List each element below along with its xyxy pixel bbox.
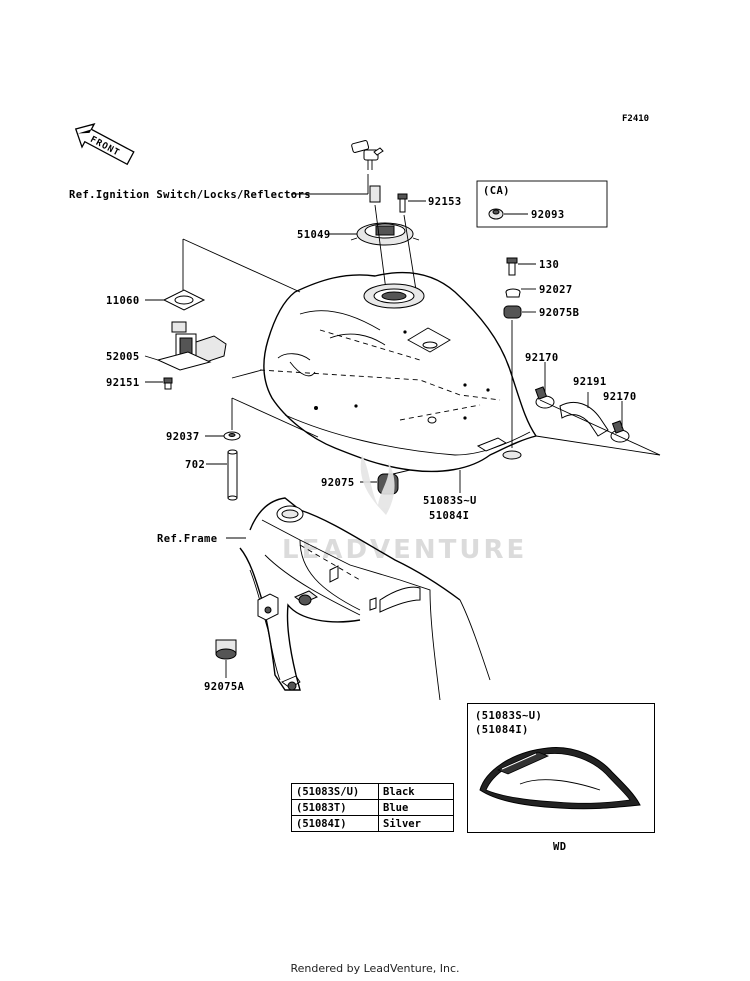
table-row: (51084I) Silver bbox=[291, 815, 454, 832]
wd-line1: (51083S~U) bbox=[475, 710, 542, 722]
clip-92037 bbox=[223, 431, 241, 441]
wd-variant-box bbox=[467, 703, 655, 833]
color-name: Silver bbox=[378, 815, 454, 832]
table-row: (51083T) Blue bbox=[291, 799, 454, 816]
hose-92191 bbox=[559, 402, 609, 437]
part-92170-left: 92170 bbox=[525, 352, 559, 364]
ca-part-92093: 92093 bbox=[531, 209, 565, 221]
wd-tank-illustration bbox=[479, 747, 641, 810]
part-92075B: 92075B bbox=[539, 307, 579, 319]
key-icon bbox=[351, 140, 384, 170]
footer-credit: Rendered by LeadVenture, Inc. bbox=[290, 962, 460, 975]
gasket-11060 bbox=[162, 289, 206, 311]
wd-caption: WD bbox=[553, 841, 566, 853]
part-92075A: 92075A bbox=[204, 681, 245, 693]
part-51084: 51084I bbox=[429, 510, 469, 522]
ref-frame-label: Ref.Frame bbox=[157, 533, 218, 545]
frame-drawing bbox=[239, 497, 491, 701]
tube-702 bbox=[227, 449, 238, 501]
part-92151: 92151 bbox=[106, 377, 140, 389]
clamp-92170-right bbox=[610, 420, 630, 443]
bolt-92153 bbox=[397, 193, 408, 213]
ref-ignition-label: Ref.Ignition Switch/Locks/Reflectors bbox=[69, 189, 311, 201]
part-92170-right: 92170 bbox=[603, 391, 637, 403]
part-130: 130 bbox=[539, 259, 559, 271]
damper-92075B bbox=[503, 305, 522, 319]
damper-92075A bbox=[215, 639, 237, 660]
part-92027: 92027 bbox=[539, 284, 573, 296]
part-11060: 11060 bbox=[106, 295, 140, 307]
part-92153: 92153 bbox=[428, 196, 462, 208]
front-arrow-icon: FRONT bbox=[74, 123, 135, 166]
watermark: LEADVENTURE bbox=[282, 455, 527, 565]
bolt-92151 bbox=[163, 377, 173, 390]
lock-cylinder bbox=[369, 185, 381, 203]
color-code: (51083T) bbox=[291, 799, 379, 816]
figure-code: F2410 bbox=[622, 114, 649, 124]
fuel-pump-52005 bbox=[156, 321, 227, 371]
collar-92027 bbox=[505, 288, 521, 298]
ca-box bbox=[476, 180, 608, 228]
fuel-cap-51049 bbox=[350, 222, 420, 246]
table-row: (51083S/U) Black bbox=[291, 783, 454, 800]
part-92191: 92191 bbox=[573, 376, 607, 388]
ca-title: (CA) bbox=[483, 185, 510, 197]
bolt-130 bbox=[506, 257, 518, 276]
color-name: Black bbox=[378, 783, 454, 800]
color-table: (51083S/U) Black (51083T) Blue (51084I) … bbox=[291, 783, 454, 832]
color-code: (51084I) bbox=[291, 815, 379, 832]
wd-line2: (51084I) bbox=[475, 724, 529, 736]
watermark-text: LEADVENTURE bbox=[282, 535, 527, 565]
nut-92093-icon bbox=[488, 208, 504, 220]
part-92075: 92075 bbox=[321, 477, 355, 489]
part-51049: 51049 bbox=[297, 229, 331, 241]
fuel-tank bbox=[259, 271, 538, 473]
part-702: 702 bbox=[185, 459, 205, 471]
part-52005: 52005 bbox=[106, 351, 140, 363]
color-name: Blue bbox=[378, 799, 454, 816]
part-92037: 92037 bbox=[166, 431, 200, 443]
part-51083: 51083S~U bbox=[423, 495, 477, 507]
color-code: (51083S/U) bbox=[291, 783, 379, 800]
